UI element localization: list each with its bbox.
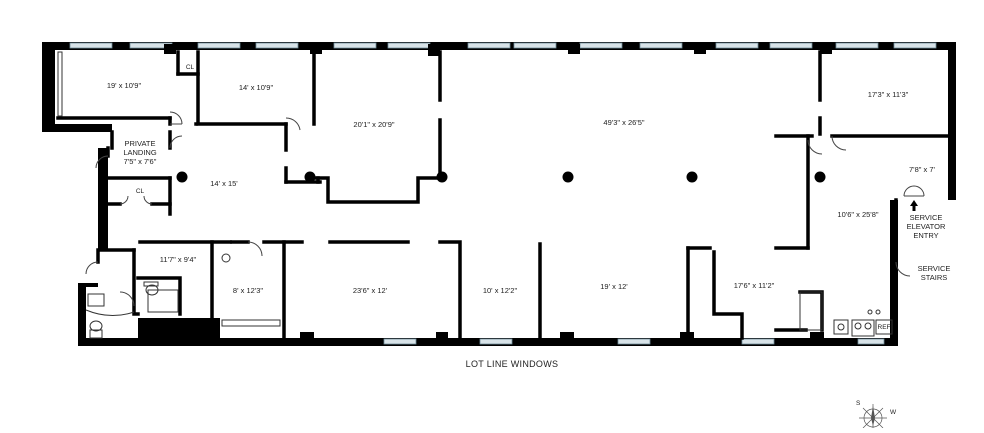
room-label-r13: 19' x 12' — [600, 282, 628, 291]
service-stairs-label: SERVICE STAIRS — [918, 264, 951, 282]
service-elevator-line-1: SERVICE — [909, 213, 943, 222]
columns — [164, 44, 832, 340]
room-label-r3: 20'1" x 20'9" — [353, 120, 395, 129]
room-label-r14: 17'6" x 11'2" — [733, 281, 775, 290]
service-stairs-line-1: SERVICE — [917, 264, 951, 273]
room-label-r7: 7'8" x 7' — [909, 165, 935, 174]
closet-label-1: CL — [185, 64, 195, 71]
private-landing-line-1: PRIVATE — [124, 139, 156, 148]
service-stairs-line-2: STAIRS — [920, 273, 948, 282]
room-label-r8: 10'6" x 25'8" — [837, 210, 879, 219]
private-landing-line-3: 7'5" x 7'6" — [123, 157, 157, 166]
lot-line-caption: LOT LINE WINDOWS — [465, 359, 559, 369]
service-elevator-line-3: ENTRY — [913, 231, 939, 240]
compass-rose: S W — [848, 396, 898, 429]
room-label-r11: 23'6" x 12' — [352, 286, 388, 295]
room-label-r1: 19' x 10'9" — [106, 81, 142, 90]
room-label-r9: 11'7" x 9'4" — [159, 255, 197, 264]
compass-icon — [859, 404, 887, 429]
top-windows — [69, 42, 937, 49]
elevator-arrow — [910, 200, 918, 211]
compass-w: W — [890, 409, 897, 416]
fixtures — [57, 51, 893, 339]
interior-walls — [56, 50, 952, 340]
compass-s: S — [856, 400, 861, 407]
private-landing-line-2: LANDING — [123, 148, 157, 157]
ref-label: REF — [877, 324, 891, 331]
room-label-r5: 17'3" x 11'3" — [867, 90, 909, 99]
room-label-r2: 14' x 10'9" — [238, 83, 274, 92]
door-swings — [85, 111, 925, 307]
room-label-r6: 14' x 15' — [210, 179, 238, 188]
room-label-r4: 49'3" x 26'5" — [603, 118, 645, 127]
room-label-r12: 10' x 12'2" — [482, 286, 518, 295]
closet-label-2: CL — [135, 188, 145, 195]
service-elevator-line-2: ELEVATOR — [906, 222, 946, 231]
private-landing-label: PRIVATE LANDING 7'5" x 7'6" — [123, 139, 156, 166]
service-elevator-label: SERVICE ELEVATOR ENTRY — [907, 213, 946, 240]
bottom-windows — [383, 338, 885, 345]
room-label-r10: 8' x 12'3" — [232, 286, 264, 295]
